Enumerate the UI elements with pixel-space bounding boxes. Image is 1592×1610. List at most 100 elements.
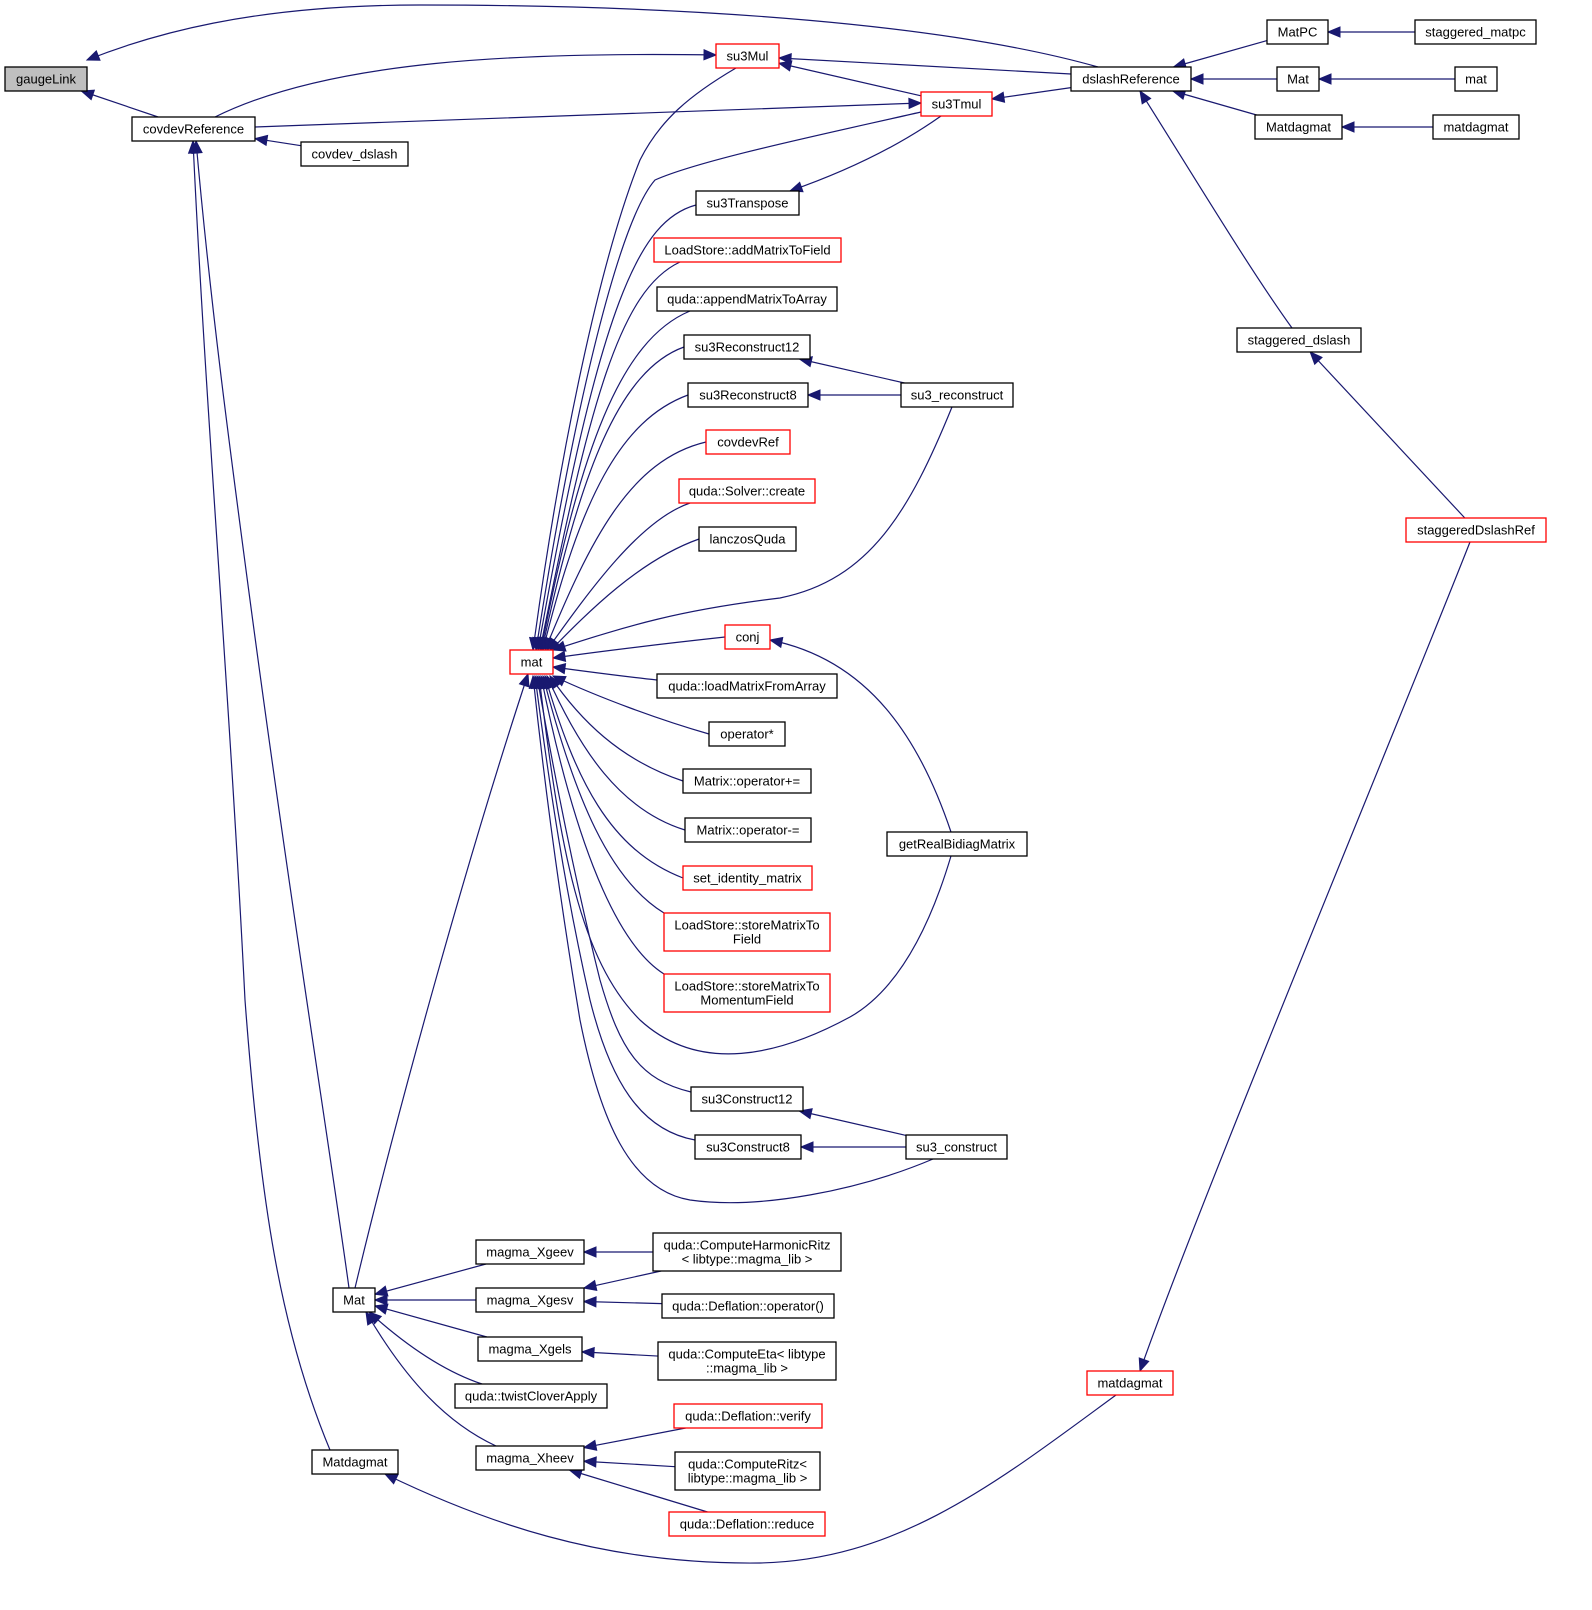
node-box[interactable]	[652, 1232, 842, 1272]
node-ComputeHarmonicRitz[interactable]: quda::ComputeHarmonicRitz< libtype::magm…	[652, 1232, 842, 1272]
node-box[interactable]	[454, 1383, 608, 1409]
node-ComputeRitz[interactable]: quda::ComputeRitz<libtype::magma_lib >	[674, 1451, 821, 1491]
node-set_identity_matrix[interactable]: set_identity_matrix	[682, 865, 813, 891]
node-matdagmat_r[interactable]: matdagmat	[1432, 114, 1520, 140]
node-box[interactable]	[663, 973, 831, 1013]
node-conj[interactable]: conj	[724, 624, 771, 650]
node-box[interactable]	[668, 1511, 826, 1537]
node-box[interactable]	[1254, 114, 1343, 140]
node-Matdagmat_r[interactable]: Matdagmat	[1254, 114, 1343, 140]
node-dslashReference[interactable]: dslashReference	[1070, 66, 1192, 92]
node-box[interactable]	[332, 1287, 376, 1313]
node-su3Tmul[interactable]: su3Tmul	[920, 91, 993, 117]
node-box[interactable]	[1236, 327, 1362, 353]
node-su3_reconstruct[interactable]: su3_reconstruct	[900, 382, 1014, 408]
node-box[interactable]	[661, 1293, 835, 1319]
node-box[interactable]	[656, 673, 838, 699]
node-box[interactable]	[1086, 1370, 1174, 1396]
node-operatorStar[interactable]: operator*	[708, 721, 786, 747]
node-mat_r[interactable]: mat	[1454, 66, 1498, 92]
node-box[interactable]	[673, 1403, 823, 1429]
node-twistCloverApply[interactable]: quda::twistCloverApply	[454, 1383, 608, 1409]
node-staggeredDslashRef[interactable]: staggeredDslashRef	[1405, 517, 1547, 543]
node-getRealBidiagMatrix[interactable]: getRealBidiagMatrix	[886, 831, 1028, 857]
node-Mat_r[interactable]: Mat	[1276, 66, 1320, 92]
node-box[interactable]	[684, 817, 812, 843]
node-su3Construct8[interactable]: su3Construct8	[694, 1134, 802, 1160]
node-box[interactable]	[678, 478, 816, 504]
node-box[interactable]	[886, 831, 1028, 857]
node-box[interactable]	[715, 43, 780, 69]
node-box[interactable]	[1414, 19, 1537, 45]
node-DeflationOperator[interactable]: quda::Deflation::operator()	[661, 1293, 835, 1319]
node-box[interactable]	[682, 768, 812, 794]
node-box[interactable]	[311, 1449, 399, 1475]
node-su3Mul[interactable]: su3Mul	[715, 43, 780, 69]
node-su3Reconstruct12[interactable]: su3Reconstruct12	[683, 334, 811, 360]
node-su3Reconstruct8[interactable]: su3Reconstruct8	[687, 382, 809, 408]
node-box[interactable]	[475, 1287, 585, 1313]
node-box[interactable]	[694, 1134, 802, 1160]
node-box[interactable]	[705, 429, 791, 455]
node-lanczosQuda[interactable]: lanczosQuda	[698, 526, 797, 552]
node-box[interactable]	[683, 334, 811, 360]
node-magma_Xheev[interactable]: magma_Xheev	[475, 1445, 585, 1471]
node-box[interactable]	[690, 1086, 804, 1112]
node-box[interactable]	[653, 237, 842, 263]
node-su3Transpose[interactable]: su3Transpose	[695, 190, 800, 216]
node-box[interactable]	[509, 649, 554, 675]
node-appendMatrixToArray[interactable]: quda::appendMatrixToArray	[656, 286, 838, 312]
node-box[interactable]	[1266, 19, 1329, 45]
node-matdagmat_red[interactable]: matdagmat	[1086, 1370, 1174, 1396]
node-opMinusEq[interactable]: Matrix::operator-=	[684, 817, 812, 843]
node-box[interactable]	[695, 190, 800, 216]
node-su3Construct12[interactable]: su3Construct12	[690, 1086, 804, 1112]
node-box[interactable]	[300, 141, 409, 167]
node-box[interactable]	[708, 721, 786, 747]
node-box[interactable]	[1432, 114, 1520, 140]
node-box[interactable]	[1070, 66, 1192, 92]
node-box[interactable]	[674, 1451, 821, 1491]
node-box[interactable]	[920, 91, 993, 117]
node-loadMatrixFromArray[interactable]: quda::loadMatrixFromArray	[656, 673, 838, 699]
node-box[interactable]	[1454, 66, 1498, 92]
node-covdevRef[interactable]: covdevRef	[705, 429, 791, 455]
node-mat[interactable]: mat	[509, 649, 554, 675]
node-box[interactable]	[4, 66, 88, 92]
node-box[interactable]	[475, 1239, 585, 1265]
node-magma_Xgels[interactable]: magma_Xgels	[477, 1336, 583, 1362]
node-staggered_dslash[interactable]: staggered_dslash	[1236, 327, 1362, 353]
node-box[interactable]	[905, 1134, 1008, 1160]
node-box[interactable]	[663, 912, 831, 952]
node-box[interactable]	[131, 116, 256, 142]
node-box[interactable]	[900, 382, 1014, 408]
node-addMatrixToField[interactable]: LoadStore::addMatrixToField	[653, 237, 842, 263]
node-magma_Xgesv[interactable]: magma_Xgesv	[475, 1287, 585, 1313]
node-MatPC[interactable]: MatPC	[1266, 19, 1329, 45]
node-box[interactable]	[657, 1341, 837, 1381]
node-box[interactable]	[698, 526, 797, 552]
node-covdevReference[interactable]: covdevReference	[131, 116, 256, 142]
node-box[interactable]	[682, 865, 813, 891]
node-box[interactable]	[475, 1445, 585, 1471]
node-box[interactable]	[477, 1336, 583, 1362]
node-SolverCreate[interactable]: quda::Solver::create	[678, 478, 816, 504]
node-ComputeEta[interactable]: quda::ComputeEta< libtype::magma_lib >	[657, 1341, 837, 1381]
node-box[interactable]	[1276, 66, 1320, 92]
node-box[interactable]	[724, 624, 771, 650]
node-gaugeLink[interactable]: gaugeLink	[4, 66, 88, 92]
node-box[interactable]	[1405, 517, 1547, 543]
node-Matdagmat_l[interactable]: Matdagmat	[311, 1449, 399, 1475]
node-box[interactable]	[656, 286, 838, 312]
node-DeflationReduce[interactable]: quda::Deflation::reduce	[668, 1511, 826, 1537]
node-su3_construct[interactable]: su3_construct	[905, 1134, 1008, 1160]
node-staggered_matpc[interactable]: staggered_matpc	[1414, 19, 1537, 45]
node-box[interactable]	[687, 382, 809, 408]
node-DeflationVerify[interactable]: quda::Deflation::verify	[673, 1403, 823, 1429]
node-Mat_l[interactable]: Mat	[332, 1287, 376, 1313]
node-covdev_dslash[interactable]: covdev_dslash	[300, 141, 409, 167]
node-opPlusEq[interactable]: Matrix::operator+=	[682, 768, 812, 794]
node-magma_Xgeev[interactable]: magma_Xgeev	[475, 1239, 585, 1265]
